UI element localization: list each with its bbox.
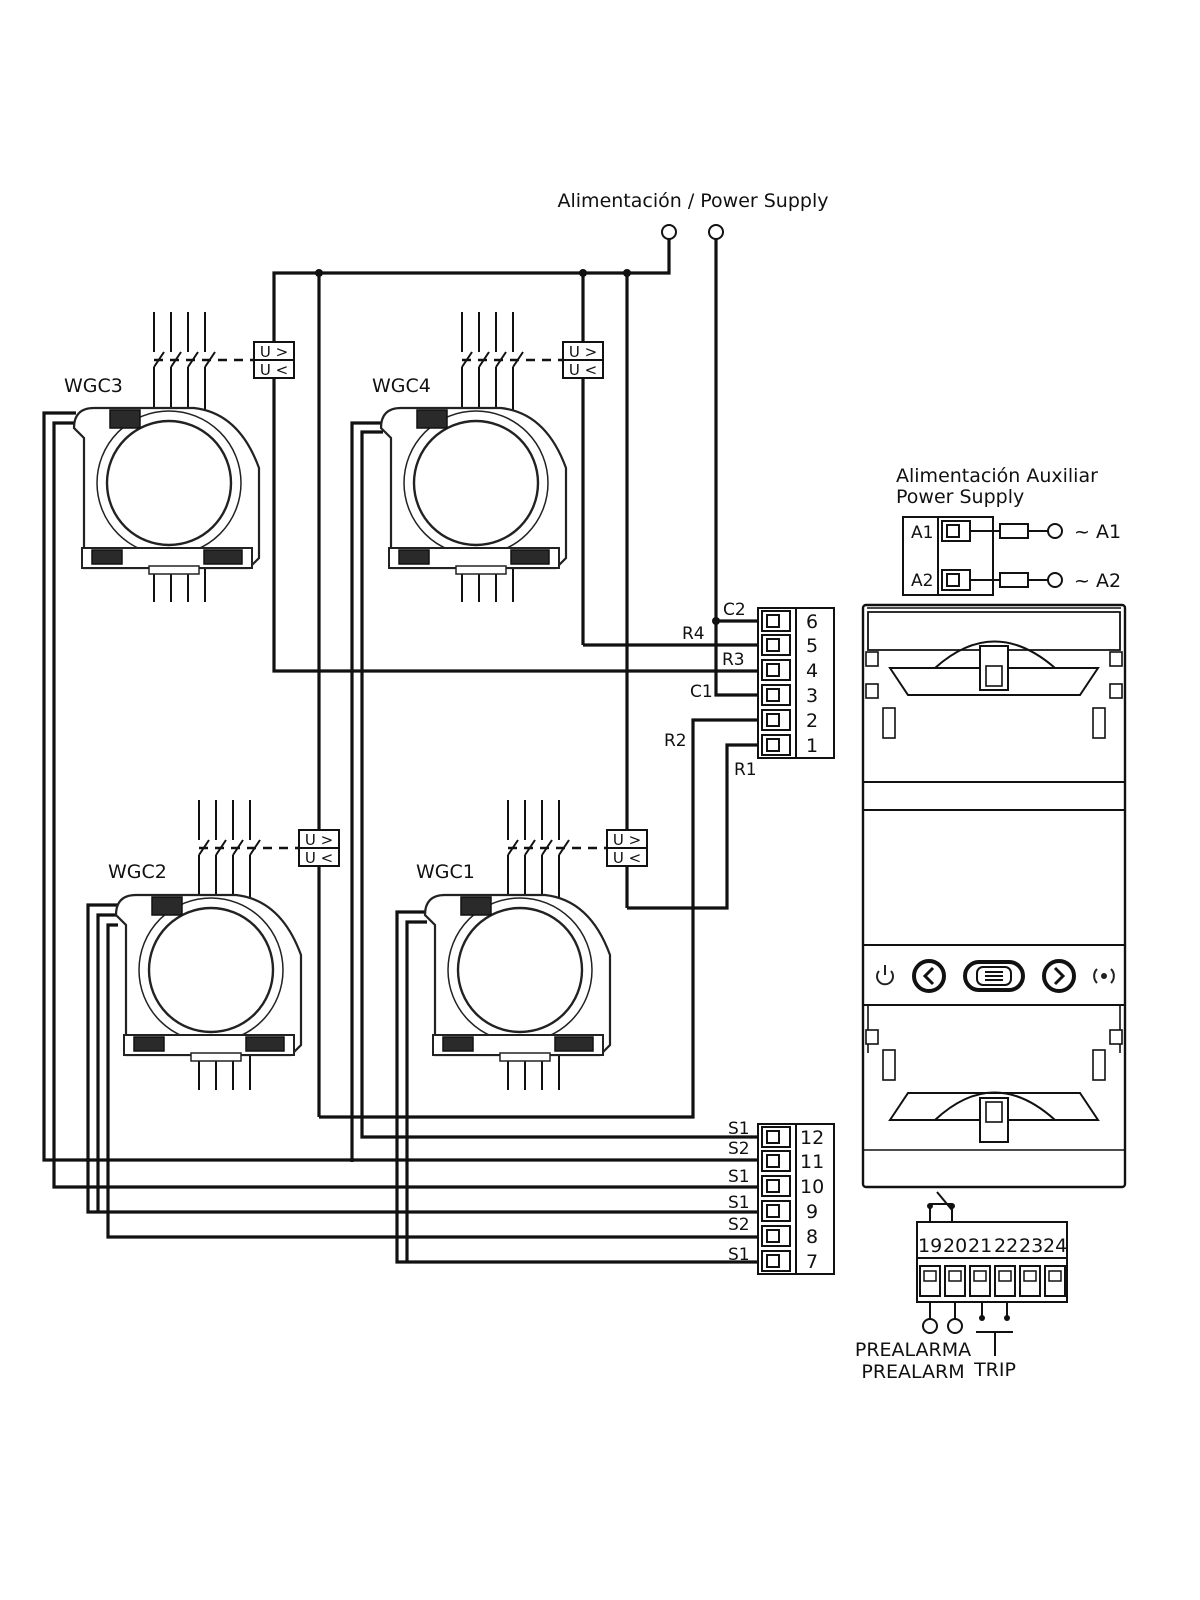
terminal-block-upper: 6 5 4 3 2 1 [757,607,835,759]
supply-terminal-2 [708,224,724,240]
relay-over-label: U > [305,831,333,849]
power-supply-label: Alimentación / Power Supply [558,190,829,212]
aux-a2-label: A2 [911,571,933,591]
sensor-label: WGC4 [372,375,431,397]
wire-label-r4: R4 [682,624,705,644]
terminal-block-lower: 12 11 10 9 8 7 [757,1123,835,1275]
output-terminal-number: 24 [1043,1235,1067,1257]
trip-label: TRIP [973,1359,1016,1381]
relay-under-label: U < [260,361,288,379]
prealarm-label-es: PREALARMA [855,1339,971,1361]
output-terminal-number: 21 [968,1235,992,1257]
output-terminal-number: 23 [1019,1235,1043,1257]
wire-label-s1: S1 [728,1245,750,1265]
wire-label-r1: R1 [734,760,757,780]
wire-label-c1: C1 [690,682,713,702]
terminal-number: 8 [806,1226,818,1248]
terminal-number: 9 [806,1201,818,1223]
menu-icon[interactable] [963,960,1025,992]
terminal-number: 11 [800,1151,824,1173]
relay-box-wgc2: U > U < [298,829,340,867]
terminal-number: 6 [806,611,818,633]
relay-under-label: U < [613,849,641,867]
aux-out-a2: ~ A2 [1074,570,1121,592]
relay-box-wgc3: U > U < [253,341,295,379]
terminal-number: 1 [806,735,818,757]
relay-over-label: U > [260,343,288,361]
terminal-number: 3 [806,685,818,707]
power-icon[interactable] [876,965,894,986]
sensor-wgc2: WGC2 [108,799,303,1091]
relay-box-wgc1: U > U < [606,829,648,867]
output-terminal-block: 19 20 21 22 23 24 [916,1191,1068,1356]
terminal-number: 12 [800,1127,824,1149]
aux-a1-label: A1 [911,523,933,543]
relay-under-label: U < [305,849,333,867]
wire-label-c2: C2 [723,600,746,620]
wire-label-r3: R3 [722,650,745,670]
terminal-number: 4 [806,660,818,682]
relay-over-label: U > [613,831,641,849]
wiring [42,239,795,1264]
sensor-label: WGC1 [416,861,475,883]
aux-out-a1: ~ A1 [1074,521,1121,543]
alarm-icon[interactable] [1093,968,1115,984]
aux-supply-label-1: Alimentación Auxiliar [896,465,1098,487]
relay-under-label: U < [569,361,597,379]
wire-label-s2: S2 [728,1139,750,1159]
terminal-number: 10 [800,1176,824,1198]
sensor-label: WGC2 [108,861,167,883]
wire-label-s1: S1 [728,1193,750,1213]
sensor-label: WGC3 [64,375,123,397]
relay-over-label: U > [569,343,597,361]
supply-terminal-1 [661,224,677,240]
output-terminal-number: 22 [994,1235,1018,1257]
wire-label-s1: S1 [728,1119,750,1139]
wire-label-s1: S1 [728,1167,750,1187]
sensor-wgc1: WGC1 [416,799,612,1091]
aux-supply-label-2: Power Supply [896,486,1024,508]
fuse-icon [999,523,1029,539]
prealarm-label-en: PREALARM [861,1361,964,1383]
sensor-wgc3: WGC3 [64,311,261,603]
sensor-wgc4: WGC4 [372,311,568,603]
wire-label-r2: R2 [664,731,687,751]
chevron-left-icon[interactable] [912,959,946,993]
terminal-number: 5 [806,635,818,657]
output-terminal-number: 19 [918,1235,942,1257]
fuse-icon [999,572,1029,588]
wire-label-s2: S2 [728,1215,750,1235]
relay-device [861,603,1127,1189]
aux-terminal-block: A1 A2 ~ A1 ~ A2 [902,516,1121,596]
terminal-number: 2 [806,710,818,732]
chevron-right-icon[interactable] [1042,959,1076,993]
output-terminal-number: 20 [943,1235,967,1257]
terminal-number: 7 [806,1251,818,1273]
relay-box-wgc4: U > U < [562,341,604,379]
